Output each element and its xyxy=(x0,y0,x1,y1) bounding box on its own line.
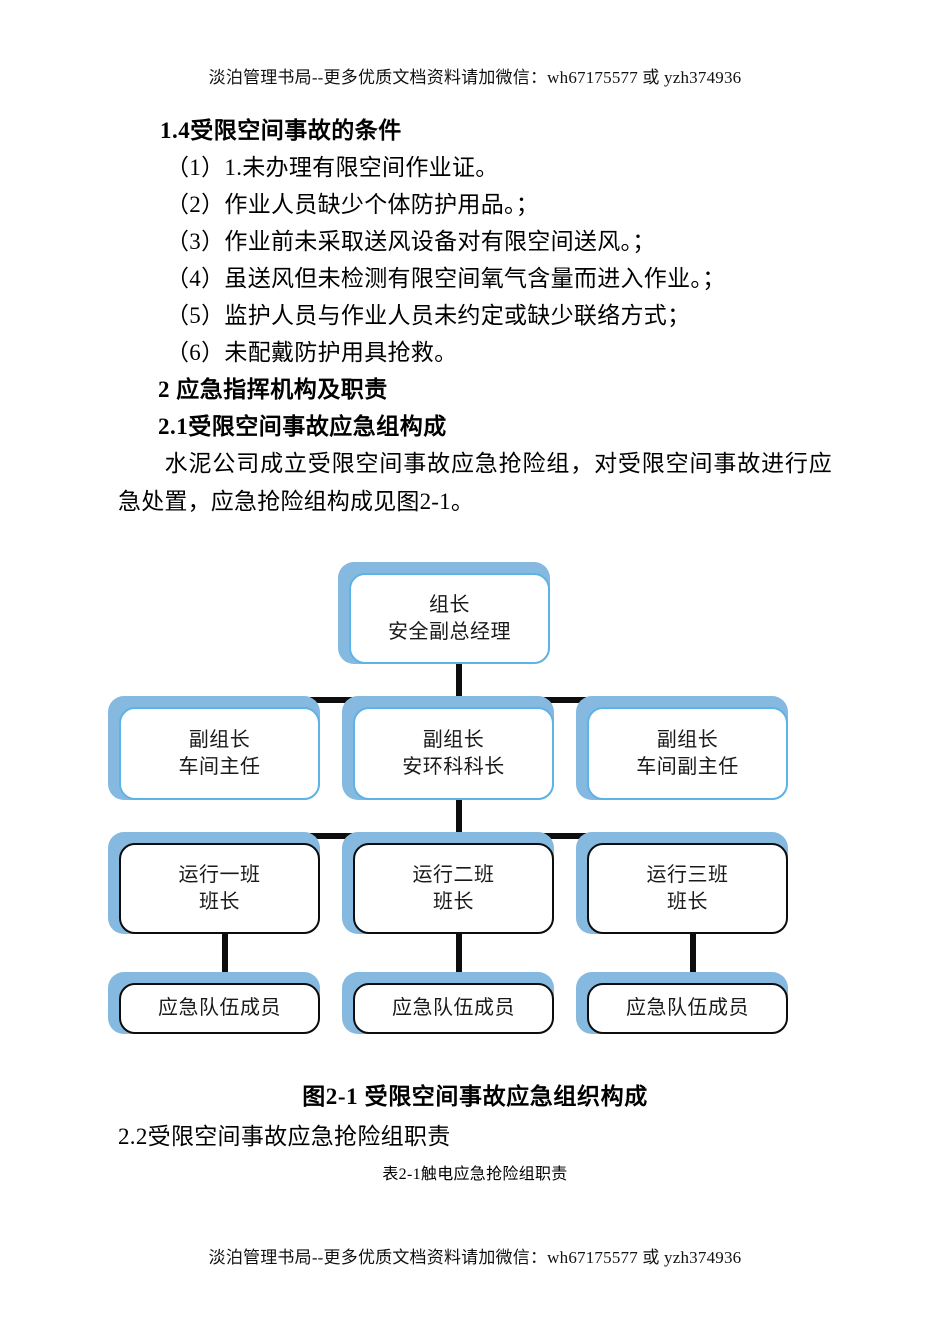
org-node-card: 组长 安全副总经理 xyxy=(349,573,550,664)
org-node-line-1: 副组长 xyxy=(188,729,251,752)
org-node-shift-3[interactable]: 运行三班 班长 xyxy=(576,832,788,934)
connector-shift-3-to-team-3 xyxy=(690,934,696,976)
org-node-card: 应急队伍成员 xyxy=(119,983,320,1034)
condition-item-5: （5）监护人员与作业人员未约定或缺少联络方式； xyxy=(166,303,691,328)
org-node-line-1: 副组长 xyxy=(422,729,485,752)
org-node-card: 应急队伍成员 xyxy=(587,983,788,1034)
body-content: 1.4受限空间事故的条件 （1）1.未办理有限空间作业证。 （2）作业人员缺少个… xyxy=(118,112,832,521)
org-node-team-2[interactable]: 应急队伍成员 xyxy=(342,972,554,1034)
org-node-line-1: 组长 xyxy=(429,594,470,617)
org-node-card: 副组长 车间副主任 xyxy=(587,707,788,800)
condition-item-6: （6）未配戴防护用具抢救。 xyxy=(166,340,458,365)
condition-item-1: （1）1.未办理有限空间作业证。 xyxy=(166,155,499,180)
paragraph-2-1-text: 水泥公司成立受限空间事故应急抢险组，对受限空间事故进行应急处置，应急抢险组构成见… xyxy=(118,451,832,514)
condition-item-3: （3）作业前未采取送风设备对有限空间送风。； xyxy=(166,229,656,254)
org-node-deputy-center[interactable]: 副组长 安环科科长 xyxy=(342,696,554,800)
org-node-line-2: 安全副总经理 xyxy=(388,620,511,643)
org-node-team-1[interactable]: 应急队伍成员 xyxy=(108,972,320,1034)
org-node-card: 应急队伍成员 xyxy=(353,983,554,1034)
org-node-line-2: 班长 xyxy=(199,890,240,913)
connector-leader-vertical xyxy=(456,664,462,700)
heading-1-4: 1.4受限空间事故的条件 xyxy=(160,118,402,143)
org-node-card: 运行三班 班长 xyxy=(587,843,788,934)
org-node-line-2: 车间副主任 xyxy=(636,755,739,778)
org-node-leader[interactable]: 组长 安全副总经理 xyxy=(338,562,550,664)
org-node-card: 运行一班 班长 xyxy=(119,843,320,934)
condition-item-2: （2）作业人员缺少个体防护用品。； xyxy=(166,192,540,217)
paragraph-2-1: 水泥公司成立受限空间事故应急抢险组，对受限空间事故进行应急处置，应急抢险组构成见… xyxy=(118,445,832,521)
table-caption: 表2-1触电应急抢险组职责 xyxy=(382,1166,568,1183)
org-node-line-1: 运行二班 xyxy=(412,864,495,887)
org-node-card: 副组长 安环科科长 xyxy=(353,707,554,800)
connector-shift-1-to-team-1 xyxy=(222,934,228,976)
org-node-line-1: 应急队伍成员 xyxy=(626,997,749,1020)
heading-2-2: 2.2受限空间事故应急抢险组职责 xyxy=(118,1124,451,1149)
org-node-deputy-left[interactable]: 副组长 车间主任 xyxy=(108,696,320,800)
org-node-team-3[interactable]: 应急队伍成员 xyxy=(576,972,788,1034)
org-chart-canvas: 组长 安全副总经理 副组长 车间主任 副组长 安环科科长 xyxy=(0,548,950,1058)
org-node-line-1: 应急队伍成员 xyxy=(158,997,281,1020)
org-node-shift-2[interactable]: 运行二班 班长 xyxy=(342,832,554,934)
heading-2: 2 应急指挥机构及职责 xyxy=(158,377,388,402)
running-footer: 淡泊管理书局--更多优质文档资料请加微信：wh67175577 或 yzh374… xyxy=(208,1248,742,1267)
org-node-line-1: 副组长 xyxy=(656,729,719,752)
running-header: 淡泊管理书局--更多优质文档资料请加微信：wh67175577 或 yzh374… xyxy=(208,68,742,87)
org-chart-figure: 组长 安全副总经理 副组长 车间主任 副组长 安环科科长 xyxy=(0,548,950,1058)
condition-item-4: （4）虽送风但未检测有限空间氧气含量而进入作业。； xyxy=(166,266,726,291)
org-node-deputy-right[interactable]: 副组长 车间副主任 xyxy=(576,696,788,800)
org-node-line-2: 安环科科长 xyxy=(402,755,505,778)
connector-center-deputy-vertical xyxy=(456,800,462,836)
org-node-card: 运行二班 班长 xyxy=(353,843,554,934)
org-node-shift-1[interactable]: 运行一班 班长 xyxy=(108,832,320,934)
org-node-card: 副组长 车间主任 xyxy=(119,707,320,800)
org-node-line-1: 运行三班 xyxy=(646,864,729,887)
org-node-line-1: 运行一班 xyxy=(178,864,261,887)
org-node-line-2: 班长 xyxy=(667,890,708,913)
org-node-line-2: 车间主任 xyxy=(178,755,261,778)
connector-shift-2-to-team-2 xyxy=(456,934,462,976)
figure-caption: 图2-1 受限空间事故应急组织构成 xyxy=(302,1084,648,1109)
org-node-line-2: 班长 xyxy=(433,890,474,913)
heading-2-1: 2.1受限空间事故应急组构成 xyxy=(158,414,447,439)
org-node-line-1: 应急队伍成员 xyxy=(392,997,515,1020)
